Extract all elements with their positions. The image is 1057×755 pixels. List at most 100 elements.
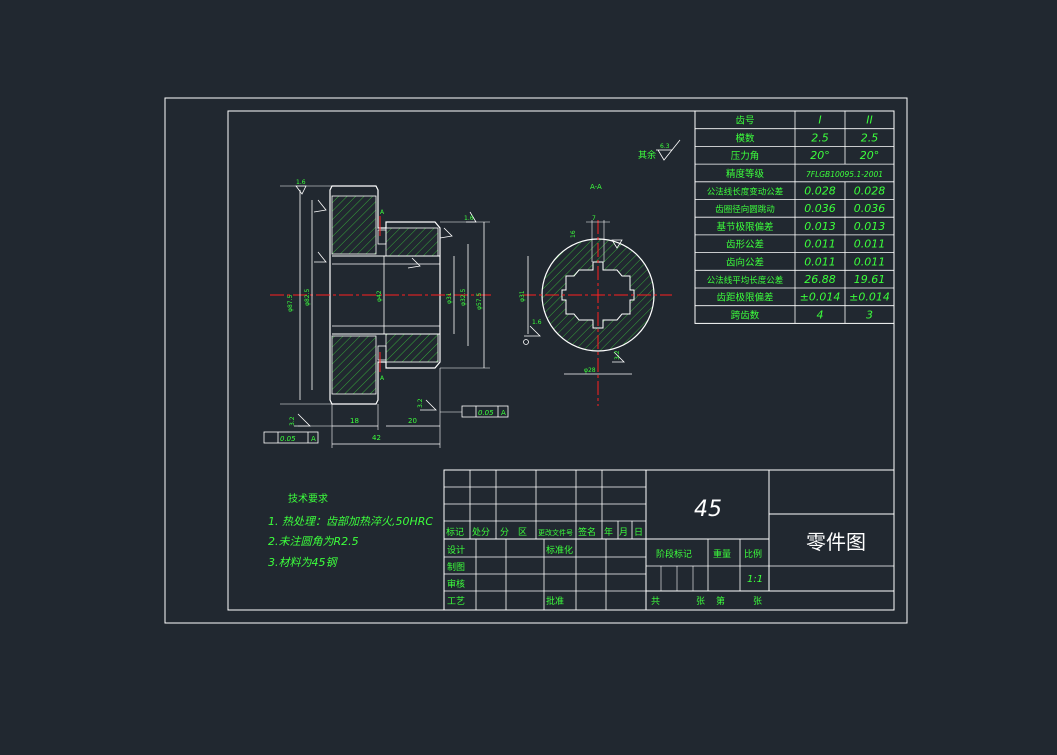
param-value-2: 0.011 — [854, 238, 886, 251]
title-block: 标记处分分区更改文件号签名年月日 设计 标准化 制图 审核 工艺 批准 阶段标记… — [443, 469, 895, 611]
param-label: 跨齿数 — [731, 309, 760, 321]
tb-header-label: 标记 — [446, 526, 464, 538]
dim-bore-text: φ42 — [376, 290, 383, 302]
tol-frame-1 — [263, 431, 319, 444]
outer-frame — [164, 97, 908, 624]
tb-process: 工艺 — [447, 596, 465, 607]
ra-label-1: 1.6 — [296, 179, 306, 186]
param-value-1: I — [818, 114, 821, 127]
param-label: 齿号 — [735, 116, 754, 127]
tb-ratio: 比例 — [744, 548, 762, 560]
hatch-hub-bottom — [385, 333, 439, 363]
roughness-mark-8 — [294, 413, 311, 427]
tb-header-label: 月 — [619, 527, 628, 538]
section-mark-top: A — [380, 209, 385, 216]
dim-18-text: 18 — [350, 417, 359, 425]
tb-number: 第 — [716, 595, 725, 607]
param-value-2: 3 — [866, 308, 873, 321]
param-value-2: 0.036 — [854, 202, 886, 215]
spline-ra-text: 1.6 — [532, 319, 542, 326]
spline-side-text: 16 — [570, 230, 577, 238]
dim-42-text: 42 — [372, 434, 381, 442]
param-label: 公法线长度变动公差 — [707, 187, 784, 198]
hatch-tooth-bottom — [331, 335, 377, 395]
param-value-2: 0.013 — [854, 220, 886, 233]
section-view-aa: A-A φ31 φ28 7 16 1.6 3.2 — [519, 183, 672, 406]
param-value-1: 26.88 — [804, 273, 836, 286]
groove-top — [377, 229, 387, 245]
tol-value-1: 0.05 — [280, 435, 296, 443]
param-value-2: ±0.014 — [849, 291, 890, 304]
param-value-merged: 7FLGB10095.1-2001 — [806, 170, 883, 179]
roughness-mark-5 — [314, 251, 327, 263]
param-label: 齿形公差 — [726, 239, 764, 251]
param-value-1: ±0.014 — [800, 291, 841, 304]
roughness-mark-2 — [466, 211, 477, 223]
tb-header-label: 日 — [634, 527, 643, 538]
tb-design: 设计 — [447, 544, 465, 556]
tb-drawing: 制图 — [447, 561, 465, 573]
param-value-2: 20° — [860, 149, 880, 162]
param-value-1: 0.028 — [804, 185, 836, 198]
spline-ra2-text: 3.2 — [614, 350, 621, 360]
spline-roughness-3 — [524, 325, 541, 337]
spline-w-text: 7 — [592, 215, 596, 222]
tb-total: 共 — [651, 596, 660, 607]
dim-20-text: 20 — [408, 417, 417, 425]
dim-hub3-text: φ57.5 — [476, 293, 483, 311]
dim-dia-outer2-text: φ82.5 — [304, 289, 311, 307]
roughness-mark-6 — [407, 257, 421, 269]
tb-stage: 阶段标记 — [656, 548, 692, 560]
tech-req-title: 技术要求 — [288, 492, 328, 505]
tb-material: 45 — [694, 497, 722, 522]
param-value-2: 2.5 — [861, 131, 879, 144]
tb-header-label: 处分 — [472, 526, 490, 538]
title-block-frame — [443, 469, 895, 611]
section-mark-bottom: A — [380, 375, 385, 382]
param-label: 压力角 — [731, 150, 760, 162]
roughness-mark-1 — [295, 185, 307, 195]
tol-value-2: 0.05 — [478, 409, 494, 417]
param-label: 精度等级 — [726, 168, 765, 180]
tech-req-item-1: 1. 热处理：齿部加热淬火,50HRC — [268, 515, 433, 528]
tb-sheet: 张 — [753, 596, 762, 607]
tb-review: 审核 — [447, 578, 465, 590]
gear-front-section-view: 0.05 A 0.05 A 42 18 20 φ87.5 φ82.5 φ42 φ… — [263, 179, 509, 448]
tb-sheets: 张 — [696, 596, 705, 607]
tb-scale: 1:1 — [747, 574, 763, 585]
param-label: 模数 — [735, 132, 755, 144]
section-view-label: A-A — [590, 183, 602, 191]
param-value-1: 0.036 — [804, 202, 836, 215]
param-value-2: 0.011 — [854, 255, 886, 268]
technical-requirements: 技术要求 1. 热处理：齿部加热淬火,50HRC 2.未注圆角为R2.5 3.材… — [268, 492, 433, 569]
tb-drawing-title: 零件图 — [806, 530, 866, 554]
tb-header-label: 分 — [500, 527, 509, 538]
spline-dia-text: φ31 — [519, 290, 526, 302]
param-value-2: 0.028 — [854, 185, 886, 198]
ra-label-3: 3.2 — [417, 398, 424, 408]
param-label: 齿圈径向圆跳动 — [715, 204, 775, 215]
roughness-mark-4 — [313, 199, 327, 213]
tol-datum-1: A — [311, 435, 316, 443]
dim-hub-text: φ31 — [446, 292, 453, 304]
param-value-1: 4 — [817, 308, 824, 321]
roughness-mark-3 — [420, 399, 437, 411]
tech-req-item-2: 2.未注圆角为R2.5 — [268, 535, 359, 548]
title-block-header-row: 标记处分分区更改文件号签名年月日 — [446, 526, 643, 538]
tb-standardize: 标准化 — [546, 544, 573, 556]
param-label: 基节极限偏差 — [716, 221, 773, 233]
param-value-1: 0.011 — [804, 255, 836, 268]
param-value-1: 2.5 — [811, 131, 829, 144]
groove-bottom — [377, 345, 387, 361]
tb-header-label: 年 — [604, 526, 613, 538]
param-value-2: II — [866, 114, 873, 127]
tb-weight: 重量 — [713, 548, 731, 560]
tb-approve: 批准 — [546, 595, 564, 607]
hatch-hub-top — [385, 227, 439, 257]
param-label: 齿向公差 — [726, 256, 764, 268]
surface-rest-value: 6.3 — [660, 143, 670, 150]
tech-req-item-3: 3.材料为45钢 — [268, 556, 338, 569]
tb-header-label: 更改文件号 — [538, 528, 573, 537]
tol-frame-2 — [461, 405, 509, 418]
